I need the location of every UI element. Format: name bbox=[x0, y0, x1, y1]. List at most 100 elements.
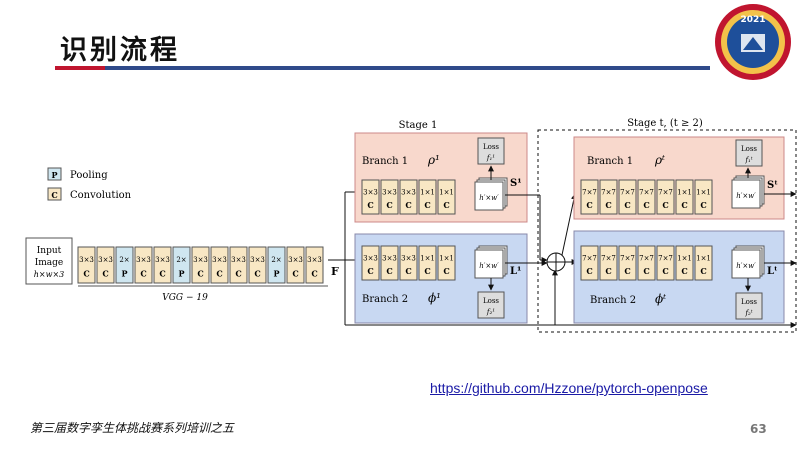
vgg-block-group: 3×3C3×3C2×P3×3C3×3C2×P3×3C3×3C3×3C3×3C2×… bbox=[77, 246, 324, 284]
stage1-branch2-block-1-letter: C bbox=[367, 266, 373, 276]
vgg-block-12-letter: C bbox=[292, 269, 298, 279]
vgg-block-8 bbox=[210, 246, 229, 284]
stage1-branch1-output-stack bbox=[474, 181, 504, 211]
input-line2: Image bbox=[35, 258, 64, 268]
stage1-branch2-loss-sub: f₂¹ bbox=[486, 308, 495, 316]
vgg-block-9-size: 3×3 bbox=[231, 256, 246, 264]
vgg-block-5-size: 3×3 bbox=[155, 256, 170, 264]
vgg-block-8-size: 3×3 bbox=[212, 256, 227, 264]
vgg-block-2-letter: C bbox=[102, 269, 108, 279]
stage-t-branch1-blocks: 7×7C7×7C7×7C7×7C7×7C1×1C1×1C bbox=[580, 179, 713, 215]
vgg-block-11-size: 2× bbox=[271, 256, 281, 264]
stage-t-branch2-block-2-letter: C bbox=[605, 266, 611, 276]
vgg-block-9 bbox=[229, 246, 248, 284]
stage-t-branch1-output-label: Sᵗ bbox=[767, 180, 778, 191]
stage-t-branch1-block-4-letter: C bbox=[643, 200, 649, 210]
github-link[interactable]: https://github.com/Hzzone/pytorch-openpo… bbox=[430, 380, 708, 396]
legend-pool-letter: P bbox=[51, 170, 57, 180]
legend-pool-swatch bbox=[47, 167, 62, 181]
stage1-branch2-blocks: 3×3C3×3C3×3C1×1C1×1C bbox=[361, 245, 456, 281]
stage1-branch1-block-3 bbox=[399, 179, 418, 215]
stage1-branch1-stack-label: h′×w′ bbox=[479, 194, 499, 202]
stage1-branch1-block-4-letter: C bbox=[424, 200, 430, 210]
stage-t-branch2-loss-sub: f₂ᵗ bbox=[744, 309, 752, 317]
stage-t-branch2-output-label: Lᵗ bbox=[767, 266, 778, 277]
stage-t-branch2-block-1-letter: C bbox=[586, 266, 592, 276]
stage1-branch2-output-label: L¹ bbox=[510, 266, 521, 277]
stage1-branch2-block-3-letter: C bbox=[405, 266, 411, 276]
stage-t-branch1-block-2 bbox=[599, 179, 618, 215]
vgg-block-5-letter: C bbox=[159, 269, 165, 279]
stage-t-branch1-block-1 bbox=[580, 179, 599, 215]
feature-map-label: F bbox=[331, 265, 339, 278]
vgg-block-1 bbox=[77, 246, 96, 284]
stage-t-branch1-block-7-letter: C bbox=[700, 200, 706, 210]
openpose-pipeline-diagram: P Pooling C Convolution Input Image h×w×… bbox=[25, 118, 797, 333]
page-number: 63 bbox=[750, 422, 767, 436]
stage-t-branch2-loss-box bbox=[735, 292, 763, 320]
stage1-branch1-name: Branch 1 bbox=[362, 156, 408, 167]
stage1-branch1-blocks: 3×3C3×3C3×3C1×1C1×1C bbox=[361, 179, 456, 215]
stage-t-branch2-block-4 bbox=[637, 245, 656, 281]
stage1-branch2-block-1 bbox=[361, 245, 380, 281]
stage-t-branch2-block-6-letter: C bbox=[681, 266, 687, 276]
stage1-branch2-stack-label: h′×w′ bbox=[479, 262, 499, 270]
input-line3: h×w×3 bbox=[34, 270, 65, 279]
stage1-branch2-block-5-letter: C bbox=[443, 266, 449, 276]
vgg-block-6 bbox=[172, 246, 191, 284]
stage-t-branch2-block-7-size: 1×1 bbox=[696, 254, 711, 262]
stage1-branch2-block-2 bbox=[380, 245, 399, 281]
stage-t-branch1-block-6-letter: C bbox=[681, 200, 687, 210]
vgg-block-3-size: 2× bbox=[119, 256, 129, 264]
title-underline-blue bbox=[105, 66, 710, 70]
stage1-branch2-block-3 bbox=[399, 245, 418, 281]
stage-t-branch2-block-7-letter: C bbox=[700, 266, 706, 276]
stage1-branch2-block-5 bbox=[437, 245, 456, 281]
stage1-title: Stage 1 bbox=[399, 120, 438, 131]
stage-t-title: Stage t, (t ≥ 2) bbox=[627, 118, 703, 129]
vgg-block-9-letter: C bbox=[235, 269, 241, 279]
stage1-branch1-block-5 bbox=[437, 179, 456, 215]
stage-t-branch1-block-3-size: 7×7 bbox=[620, 188, 635, 196]
stage-t-branch1-loss-title: Loss bbox=[741, 145, 757, 153]
stage-t-branch1-symbol: ρᵗ bbox=[654, 153, 665, 167]
stage1-branch2-block-2-size: 3×3 bbox=[382, 254, 397, 262]
stage1-branch1-block-4-size: 1×1 bbox=[420, 188, 435, 196]
vgg-block-4-size: 3×3 bbox=[136, 256, 151, 264]
footer-text: 第三届数字孪生体挑战赛系列培训之五 bbox=[30, 421, 235, 435]
vgg-block-7-size: 3×3 bbox=[193, 256, 208, 264]
vgg-block-10 bbox=[248, 246, 267, 284]
vgg-block-6-size: 2× bbox=[176, 256, 186, 264]
stage-t-branch2-blocks: 7×7C7×7C7×7C7×7C7×7C1×1C1×1C bbox=[580, 245, 713, 281]
stage1-branch1-symbol: ρ¹ bbox=[427, 153, 440, 167]
vgg-block-11-letter: P bbox=[273, 269, 279, 279]
stage-t-branch1-block-2-letter: C bbox=[605, 200, 611, 210]
stage-t-branch2-block-5-letter: C bbox=[662, 266, 668, 276]
stage-t-branch1-block-7-size: 1×1 bbox=[696, 188, 711, 196]
stage-t-branch1-block-5-letter: C bbox=[662, 200, 668, 210]
stage-t-branch2-symbol: ϕᵗ bbox=[655, 292, 666, 306]
input-line1: Input bbox=[37, 246, 62, 256]
stage1-branch1-block-5-letter: C bbox=[443, 200, 449, 210]
stage1-branch2-block-1-size: 3×3 bbox=[363, 254, 378, 262]
vgg-block-3-letter: P bbox=[121, 269, 127, 279]
stage-t-branch2-block-4-letter: C bbox=[643, 266, 649, 276]
stage-t-branch2-block-3-size: 7×7 bbox=[620, 254, 635, 262]
stage-t-branch2-block-6-size: 1×1 bbox=[677, 254, 692, 262]
stage-t-branch2-stack-label: h′×w′ bbox=[736, 262, 756, 270]
stage-t-branch1-block-7 bbox=[694, 179, 713, 215]
vgg-block-11 bbox=[267, 246, 286, 284]
logo-year: 2021 bbox=[740, 15, 765, 25]
stage1-branch2-block-4 bbox=[418, 245, 437, 281]
stage1-branch2-output-stack bbox=[474, 249, 504, 279]
stage-t-branch2-block-2-size: 7×7 bbox=[601, 254, 616, 262]
stage-t-branch2-output-stack bbox=[731, 249, 761, 279]
stage-t-branch2-block-3-letter: C bbox=[624, 266, 630, 276]
stage-t-branch2-block-2 bbox=[599, 245, 618, 281]
stage1-branch1-block-5-size: 1×1 bbox=[439, 188, 454, 196]
stage1-branch2-loss-box bbox=[477, 291, 505, 319]
slide-title: 识别流程 bbox=[60, 35, 180, 66]
stage-t-branch2-block-4-size: 7×7 bbox=[639, 254, 654, 262]
vgg-block-13-letter: C bbox=[311, 269, 317, 279]
stage-t-branch1-stack-label: h′×w′ bbox=[736, 192, 756, 200]
